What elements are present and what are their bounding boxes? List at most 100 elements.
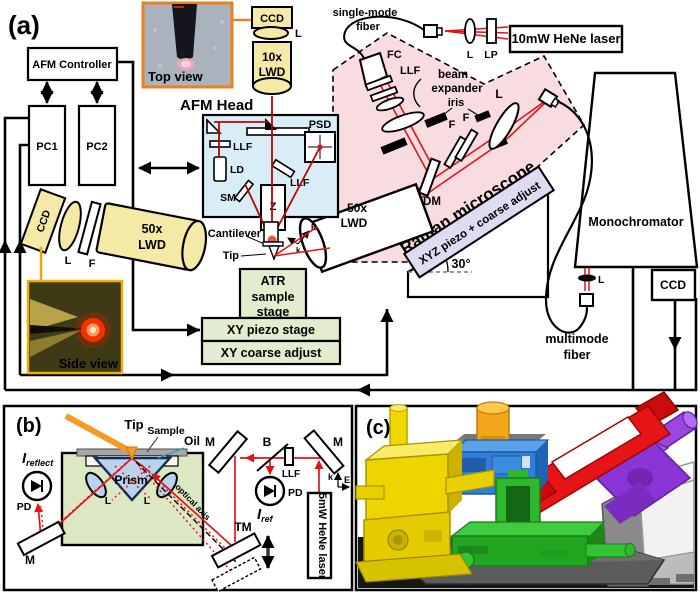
aperture <box>380 137 408 155</box>
i-ref-main: I <box>257 506 262 523</box>
llf-b <box>284 447 294 466</box>
llf-head-diag-label: LLF <box>290 177 310 189</box>
single-mode-label-2: fiber <box>356 21 381 33</box>
fiber-collimator-mono <box>579 293 594 307</box>
laser-spot-top-view-core <box>181 60 191 68</box>
i-reflect-sub: reflect <box>26 458 54 468</box>
ccd-mono-box <box>650 268 697 302</box>
top-view-caption: Top view <box>148 69 204 84</box>
multimode-label-1: multimode <box>545 332 608 346</box>
obj10-label-2: LWD <box>259 65 286 79</box>
sample-pointer <box>146 436 159 453</box>
hene-5mw-label: 5mW HeNe laser <box>316 493 328 580</box>
beamsplitter-label: B <box>263 435 272 449</box>
obj50-right-label-1: 50x <box>347 201 367 215</box>
speckle <box>220 20 224 24</box>
side-view-optics: CCD L F 50x LWD <box>19 188 208 281</box>
e-axis-label: E <box>311 223 317 232</box>
purple-port <box>627 468 653 488</box>
top-view-assembly: Top view CCD L 10x LWD <box>141 1 302 95</box>
llf-head-top <box>209 140 231 148</box>
blue-top <box>450 439 550 453</box>
tip-label: Tip <box>223 250 240 262</box>
lens-side-label: L <box>65 255 72 267</box>
monochromator-body <box>573 71 699 269</box>
green-knob-end <box>624 543 636 557</box>
mirror-top-right <box>303 429 345 475</box>
detection-arm: Monochromator L multimode fiber CCD <box>544 71 699 362</box>
optical-axis-line <box>135 461 237 563</box>
translating-mirror <box>210 532 262 569</box>
speckle <box>213 46 217 50</box>
cantilever-silhouette-lower <box>30 329 84 357</box>
i-reflect-main: I <box>22 450 27 467</box>
sample-label: Sample <box>147 425 185 437</box>
diode-symbol <box>31 480 42 492</box>
pd-left-label: PD <box>17 501 32 513</box>
laser-diode <box>213 156 227 182</box>
lens-raman-label: L <box>495 87 502 101</box>
single-mode-fiber <box>343 15 425 59</box>
objective-10x-front <box>252 77 292 95</box>
lens-right-b-label: L <box>144 495 151 507</box>
translating-mirror-ghost <box>211 556 262 593</box>
iris-pointer <box>467 108 482 118</box>
panel-a: FC LLF beam expander iris F F L DM Raman… <box>0 1 699 397</box>
yellow-base <box>355 553 474 583</box>
orange-cylinder-top <box>476 401 510 415</box>
beam-expander-lens-small <box>375 96 405 112</box>
atr-label-1: ATR <box>261 274 286 288</box>
obj50-right-label-2: LWD <box>341 216 368 230</box>
iris-pointer <box>436 107 453 121</box>
probe-top-view <box>172 4 197 60</box>
blue-detail <box>460 458 486 472</box>
panel-c-label: (c) <box>366 417 390 439</box>
purple-cylinder-end <box>682 411 698 429</box>
yellow-arm-right <box>445 469 495 495</box>
signal-bus-lines <box>0 60 698 397</box>
mirror-bottom-left <box>16 520 66 557</box>
multimode-label-2: fiber <box>563 348 590 362</box>
yellow-knob-inner <box>393 535 403 545</box>
mono-foot <box>650 578 670 585</box>
k-axis-arrow <box>287 237 299 246</box>
xy-coarse-label: XY coarse adjust <box>221 346 322 360</box>
hene-laser-label: 10mW HeNe laser <box>511 31 620 46</box>
green-detail <box>540 550 568 557</box>
mono-lens <box>578 274 596 282</box>
lens-right-b <box>156 471 178 499</box>
llf-head-top-label: LLF <box>233 141 253 153</box>
steering-mirror <box>233 179 255 203</box>
pd-ref-label: PD <box>288 487 303 499</box>
orange-ring <box>481 436 505 442</box>
panel-b: (b) Prism L L Tip Sample Oil <box>2 404 354 593</box>
tm-label: TM <box>234 520 251 534</box>
pc2-label: PC2 <box>86 141 107 153</box>
obj50-left-label-2: LWD <box>138 238 166 252</box>
sm-label: SM <box>220 192 236 204</box>
atr-label-3: stage <box>257 305 290 319</box>
mirror-top-left <box>207 429 249 475</box>
tip-beam <box>273 247 331 257</box>
tip-beam <box>273 226 318 257</box>
panel-a-label: (a) <box>8 10 40 40</box>
angle-label: 30° <box>452 257 471 271</box>
fiber-collimator-laser <box>423 24 438 38</box>
laser-beams <box>444 26 509 40</box>
yellow-column-top <box>389 404 408 412</box>
speckle <box>153 28 157 32</box>
i-reflect-label: Ireflect <box>22 450 54 468</box>
beamsplitter-bar <box>246 127 310 136</box>
xy-piezo-label: XY piezo stage <box>227 323 315 337</box>
afm-head: AFM Head Z LLF LD LLF PSD SM <box>180 96 340 262</box>
objective-50x-left-front <box>181 219 208 272</box>
c-yellow-assembly <box>355 404 495 583</box>
pc1-box <box>27 104 67 187</box>
green-tower-inset <box>506 486 530 524</box>
green-detail <box>458 546 488 554</box>
yellow-detail <box>424 530 442 542</box>
mirror-bottom-left-label: M <box>25 553 35 567</box>
filter-side-label: F <box>89 258 96 270</box>
polarizer-lp <box>486 18 497 44</box>
